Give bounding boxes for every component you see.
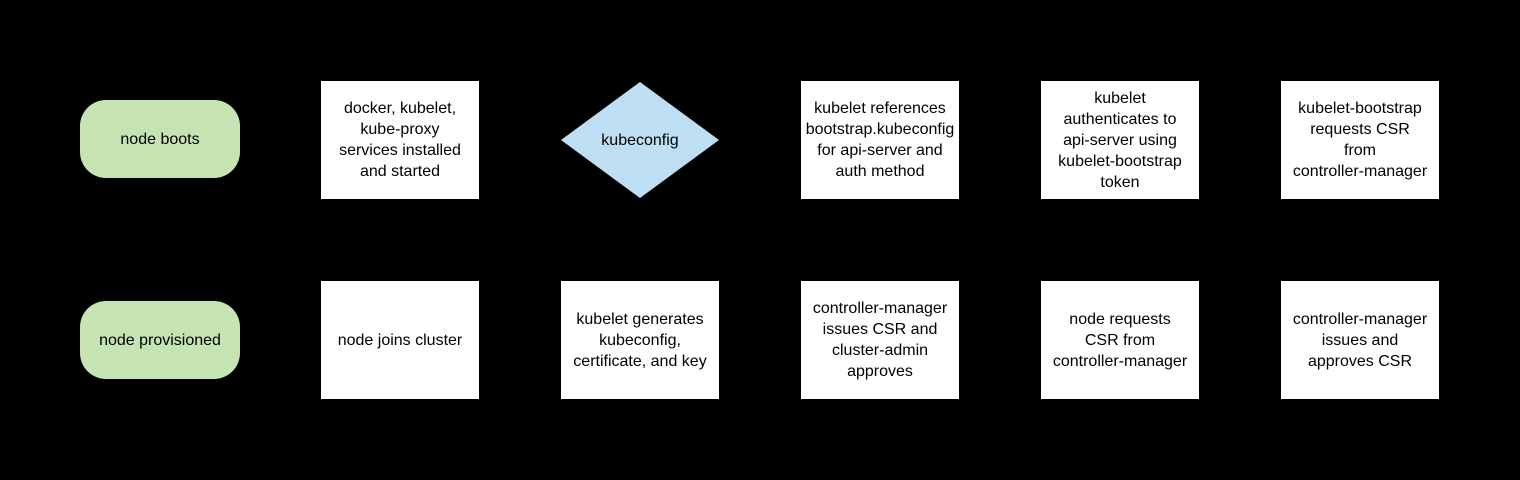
node-label: kubeconfig (601, 131, 679, 149)
process-kubelet-generates-kubeconfig: kubelet generates kubeconfig, certificat… (561, 281, 719, 399)
process-services-installed: docker, kubelet, kube-proxy services ins… (321, 81, 479, 199)
node-label: kubelet authenticates to api-server usin… (1058, 89, 1182, 191)
node-label: node joins cluster (337, 331, 463, 349)
node-label: docker, kubelet, kube-proxy services ins… (339, 100, 461, 180)
node-label: kubelet generates kubeconfig, certificat… (573, 310, 707, 370)
process-kubelet-authenticates: kubelet authenticates to api-server usin… (1041, 81, 1199, 199)
process-kubelet-bootstrap-requests-csr: kubelet-bootstrap requests CSR from cont… (1281, 81, 1439, 199)
process-kubelet-references-bootstrap-kubeconfig: kubelet references bootstrap.kubeconfig … (801, 81, 959, 199)
node-label: kubelet references bootstrap.kubeconfig … (805, 100, 955, 180)
node-label: kubelet-bootstrap requests CSR from cont… (1292, 100, 1428, 180)
terminal-node-boots: node boots (80, 100, 240, 178)
process-controller-manager-issues-csr-cluster-admin-approves: controller-manager issues CSR and cluste… (801, 281, 959, 399)
node-label: node provisioned (99, 331, 221, 349)
decision-kubeconfig: kubeconfig (561, 82, 719, 198)
node-label: controller-manager issues and approves C… (1292, 310, 1428, 370)
node-label: node requests CSR from controller-manage… (1052, 310, 1188, 370)
process-controller-manager-issues-and-approves-csr: controller-manager issues and approves C… (1281, 281, 1439, 399)
process-node-joins-cluster: node joins cluster (321, 281, 479, 399)
process-node-requests-csr: node requests CSR from controller-manage… (1041, 281, 1199, 399)
node-label: controller-manager issues CSR and cluste… (812, 300, 948, 380)
node-label: node boots (120, 130, 200, 148)
terminal-node-provisioned: node provisioned (80, 301, 240, 379)
